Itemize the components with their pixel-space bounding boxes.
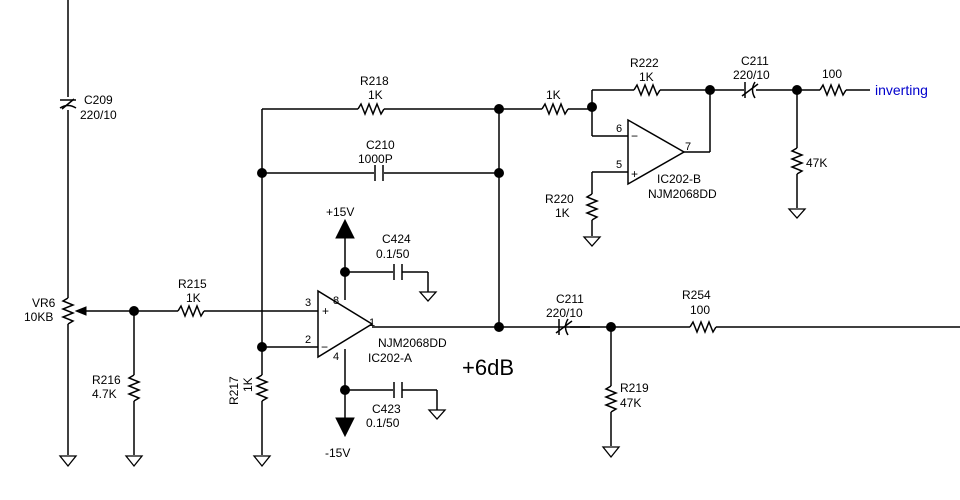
c211-lower-value-label: 220/10 bbox=[546, 306, 583, 320]
junction-dot bbox=[257, 168, 267, 178]
c211-upper-value-label: 220/10 bbox=[733, 68, 770, 82]
c210-value-label: 1000P bbox=[358, 152, 393, 166]
c423-name-label: C423 bbox=[372, 402, 401, 416]
c424-value-label: 0.1/50 bbox=[376, 247, 410, 261]
negative-supply bbox=[335, 349, 393, 438]
c209-capacitor bbox=[59, 0, 77, 298]
r254-resistor bbox=[689, 319, 960, 335]
r219-resistor bbox=[603, 327, 619, 446]
pin-8-label: 8 bbox=[333, 295, 339, 307]
pin-1-label: 1 bbox=[369, 317, 375, 329]
junction-dot bbox=[494, 322, 504, 332]
opamp-ic202-b bbox=[591, 90, 711, 194]
r220-value-label: 1K bbox=[555, 206, 570, 220]
ground-symbol bbox=[58, 455, 78, 468]
r217-value-label: 1K bbox=[241, 377, 255, 392]
positive-rail-label: +15V bbox=[326, 205, 354, 219]
opamp-b-plus-sign: + bbox=[631, 167, 638, 181]
pin-6-label: 6 bbox=[616, 123, 622, 135]
opamp-b-minus-sign: − bbox=[631, 129, 638, 143]
positive-supply bbox=[335, 218, 393, 300]
negative-rail-label: -15V bbox=[325, 446, 350, 460]
pin-2-label: 2 bbox=[305, 334, 311, 346]
opamp-a-plus-sign: + bbox=[322, 304, 329, 318]
gain-label: +6dB bbox=[462, 355, 514, 380]
r218-name-label: R218 bbox=[360, 74, 389, 88]
r-series-value-label: 1K bbox=[546, 88, 561, 102]
r220-resistor bbox=[584, 193, 600, 236]
r216-name-label: R216 bbox=[92, 373, 121, 387]
ground-symbol bbox=[252, 455, 272, 468]
c423-value-label: 0.1/50 bbox=[366, 416, 400, 430]
r254-name-label: R254 bbox=[682, 288, 711, 302]
pin-7-label: 7 bbox=[685, 141, 691, 153]
c211-lower-name-label: C211 bbox=[556, 292, 584, 306]
r217-name-label: R217 bbox=[227, 376, 241, 405]
c423-capacitor bbox=[393, 382, 438, 410]
vr6-name-label: VR6 bbox=[32, 296, 56, 310]
ground-symbol bbox=[418, 291, 438, 302]
opamp-b-part-label: NJM2068DD bbox=[648, 187, 717, 201]
c209-value-label: 220/10 bbox=[80, 108, 117, 122]
r215-resistor bbox=[134, 303, 318, 319]
r215-value-label: 1K bbox=[186, 291, 201, 305]
r-shunt-47k-resistor bbox=[789, 90, 805, 208]
c211-upper-capacitor bbox=[710, 81, 820, 99]
opamp-a-ref-label: IC202-A bbox=[368, 351, 412, 365]
r215-name-label: R215 bbox=[178, 277, 207, 291]
r220-name-label: R220 bbox=[545, 192, 574, 206]
c424-name-label: C424 bbox=[382, 232, 411, 246]
r-out-value-label: 100 bbox=[822, 67, 842, 81]
r218-value-label: 1K bbox=[368, 88, 383, 102]
c209-name-label: C209 bbox=[84, 93, 113, 107]
r219-name-label: R219 bbox=[620, 381, 649, 395]
r216-resistor bbox=[126, 311, 142, 455]
r254-value-label: 100 bbox=[690, 303, 710, 317]
ground-symbol bbox=[582, 236, 602, 247]
r-shunt-value-label: 47K bbox=[806, 156, 827, 170]
opamp-b-ref-label: IC202-B bbox=[657, 172, 701, 186]
r222-value-label: 1K bbox=[639, 70, 654, 84]
c210-name-label: C210 bbox=[366, 138, 395, 152]
c211-lower-capacitor bbox=[555, 318, 573, 336]
r222-resistor bbox=[591, 82, 710, 136]
pin-3-label: 3 bbox=[305, 297, 311, 309]
opamp-ic202-a bbox=[317, 289, 590, 359]
ground-symbol bbox=[601, 446, 621, 459]
r-out-100-resistor bbox=[819, 82, 870, 98]
r216-value-label: 4.7K bbox=[92, 387, 117, 401]
r218-resistor bbox=[357, 101, 499, 117]
c424-capacitor bbox=[393, 264, 429, 292]
opamp-a-minus-sign: − bbox=[321, 340, 328, 354]
ground-symbol bbox=[427, 409, 447, 420]
pin-4-label: 4 bbox=[333, 351, 339, 363]
vr6-value-label: 10KB bbox=[24, 310, 53, 324]
c211-upper-name-label: C211 bbox=[741, 54, 769, 68]
opamp-a-part-label: NJM2068DD bbox=[378, 336, 447, 350]
pin-5-label: 5 bbox=[616, 159, 622, 171]
ground-symbol bbox=[787, 208, 807, 219]
ground-symbol bbox=[124, 455, 144, 468]
r219-value-label: 47K bbox=[620, 396, 641, 410]
r-series-1k-resistor bbox=[499, 101, 592, 117]
r217-resistor bbox=[254, 374, 270, 455]
r222-name-label: R222 bbox=[630, 56, 659, 70]
output-inverting-label: inverting bbox=[875, 82, 928, 98]
c210-capacitor bbox=[262, 165, 499, 181]
vr6-potentiometer bbox=[60, 297, 134, 455]
